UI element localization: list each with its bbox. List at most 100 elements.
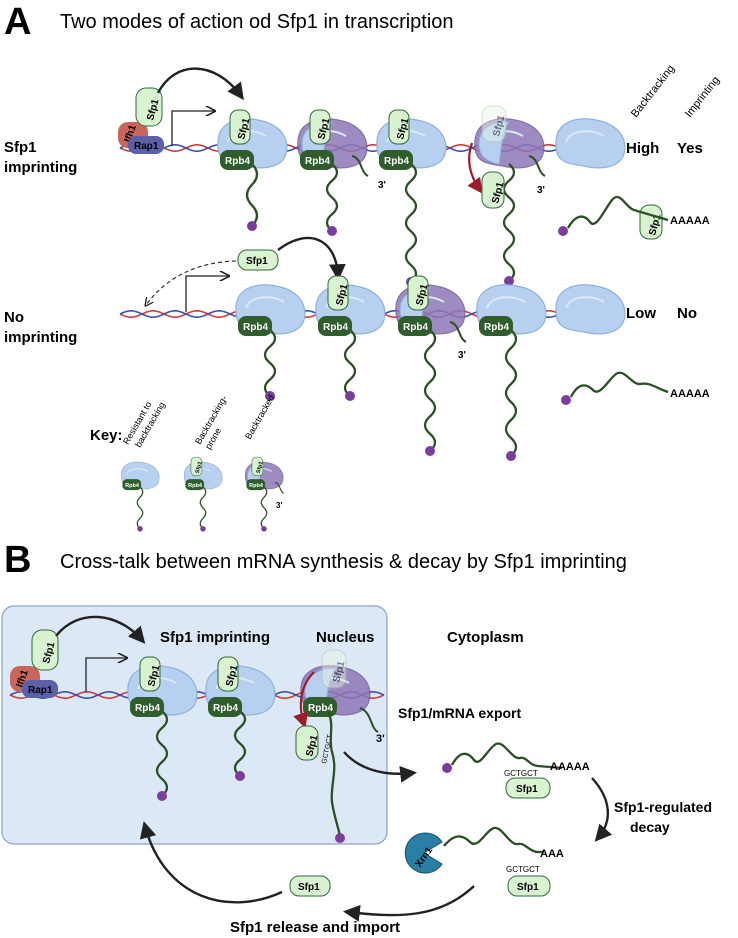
tss-arrow-row1 xyxy=(171,111,214,146)
rap1-protein-b: Rap1 xyxy=(22,680,58,698)
panel-a-letter: A xyxy=(4,1,31,43)
release-arrow xyxy=(342,885,475,922)
row1-backtracking-status: High xyxy=(626,140,659,157)
mrna-released-row1: Sfp1 xyxy=(558,195,669,240)
three-prime-r1a: 3' xyxy=(378,180,386,191)
nascent-rna-b3 xyxy=(326,711,342,837)
svg-text:Sfp1: Sfp1 xyxy=(246,256,268,267)
three-prime-r2: 3' xyxy=(458,350,466,361)
row2-label-line1: No xyxy=(4,309,24,326)
sfp1-on-rna-b: Sfp1 xyxy=(295,725,321,761)
cytoplasm-label: Cytoplasm xyxy=(447,629,524,646)
pol-b-3: Rpb4 xyxy=(300,665,371,717)
row1-label-line1: Sfp1 xyxy=(4,139,37,156)
row2-imprinting-status: No xyxy=(677,305,697,322)
sfp1-move-arrow-b xyxy=(293,671,315,729)
xrn1-enzyme: Xrn1 xyxy=(404,832,443,874)
row1-label-line2: imprinting xyxy=(4,159,77,176)
decay-label-line1: Sfp1-regulated xyxy=(614,799,712,815)
pol-row1-5 xyxy=(555,118,626,169)
svg-text:Rpb4: Rpb4 xyxy=(135,703,160,714)
svg-text:Sfp1: Sfp1 xyxy=(256,461,265,474)
svg-text:Sfp1: Sfp1 xyxy=(517,882,539,893)
sfp1-move-arrow-row1 xyxy=(467,142,483,194)
svg-text:Rpb4: Rpb4 xyxy=(484,322,509,333)
svg-text:Sfp1: Sfp1 xyxy=(298,882,320,893)
svg-text:Rap1: Rap1 xyxy=(134,141,159,152)
svg-text:Rpb4: Rpb4 xyxy=(125,483,140,489)
nucleus-label: Nucleus xyxy=(316,629,374,646)
key-three-prime: 3' xyxy=(276,501,282,510)
key-pol-resistant: Rpb4 xyxy=(120,461,160,532)
three-prime-b: 3' xyxy=(376,733,385,745)
pol-row1-4 xyxy=(474,118,546,286)
rap1-protein: Rap1 xyxy=(128,136,164,154)
pol-row2-1: Rpb4 xyxy=(235,284,306,401)
svg-text:Rpb4: Rpb4 xyxy=(249,483,264,489)
svg-text:Rpb4: Rpb4 xyxy=(305,156,330,167)
motif-exported: GCTGCT xyxy=(504,769,538,778)
polya-exported: AAAAA xyxy=(550,761,590,773)
sfp1-faded: Sfp1 xyxy=(481,105,508,143)
key-label: Key: xyxy=(90,427,123,444)
rna-5cap-b3 xyxy=(335,833,345,843)
tss-arrow-b xyxy=(85,658,126,692)
pol-row2-4: Rpb4 xyxy=(476,284,547,461)
pol-row2-5 xyxy=(555,284,626,335)
sfp1-free-b: Sfp1 xyxy=(289,875,331,897)
sfp1-free-row2: Sfp1 xyxy=(237,249,279,271)
export-arrow xyxy=(343,751,418,783)
polya-row2: AAAAA xyxy=(670,388,710,400)
release-label: Sfp1 release and import xyxy=(230,919,400,936)
sfp1-transfer-arrow-row2 xyxy=(277,236,346,282)
svg-text:Sfp1: Sfp1 xyxy=(516,784,538,795)
polya-row1: AAAAA xyxy=(670,215,710,227)
mrna-released-row2 xyxy=(561,371,669,405)
key-backtracked: Backtracked xyxy=(243,393,276,441)
decayed-mrna: Sfp1 xyxy=(443,826,551,897)
col-header-backtracking: Backtracking xyxy=(629,63,677,120)
three-prime-r1b: 3' xyxy=(537,185,545,196)
export-label: Sfp1/mRNA export xyxy=(398,705,522,721)
sfp1-bound-promoter: Sfp1 xyxy=(135,87,163,127)
polya-decayed: AAA xyxy=(540,848,564,860)
sfp1-faded-b: Sfp1 xyxy=(321,649,348,689)
sfp1-transfer-arrow-b xyxy=(55,615,146,644)
decay-label-line2: decay xyxy=(630,819,670,835)
sfp1-bound-promoter-b: Sfp1 xyxy=(31,629,59,671)
panel-b-title: Cross-talk between mRNA synthesis & deca… xyxy=(60,551,627,573)
exported-mrna: Sfp1 xyxy=(442,742,563,799)
svg-text:Rpb4: Rpb4 xyxy=(403,322,428,333)
svg-text:Rap1: Rap1 xyxy=(28,685,53,696)
imprinting-label-b: Sfp1 imprinting xyxy=(160,629,270,646)
sfp1-transfer-arrow-row1 xyxy=(156,67,244,101)
tss-arrow-row2 xyxy=(185,276,228,312)
row2-label-line2: imprinting xyxy=(4,329,77,346)
key-pol-backtracked: Rpb4 Sfp1 xyxy=(244,456,285,532)
svg-text:Rpb4: Rpb4 xyxy=(384,156,409,167)
svg-text:Rpb4: Rpb4 xyxy=(308,703,333,714)
three-prime-tail-b xyxy=(359,707,379,733)
decay-arrow xyxy=(591,777,613,842)
panel-b-letter: B xyxy=(4,539,31,581)
row2-backtracking-status: Low xyxy=(626,305,656,322)
sfp1-on-rna-row1: Sfp1 xyxy=(481,171,507,209)
sfp1-dissociate-arrow xyxy=(146,260,237,305)
svg-text:Sfp1: Sfp1 xyxy=(195,461,204,474)
row1-imprinting-status: Yes xyxy=(677,140,703,157)
key-pol-prone: Rpb4 Sfp1 xyxy=(183,456,223,532)
svg-text:Rpb4: Rpb4 xyxy=(243,322,268,333)
panel-a-title: Two modes of action od Sfp1 in transcrip… xyxy=(60,11,454,33)
svg-text:Rpb4: Rpb4 xyxy=(225,156,250,167)
nucleus-box xyxy=(1,605,388,845)
svg-text:Rpb4: Rpb4 xyxy=(323,322,348,333)
svg-text:Rpb4: Rpb4 xyxy=(188,483,203,489)
